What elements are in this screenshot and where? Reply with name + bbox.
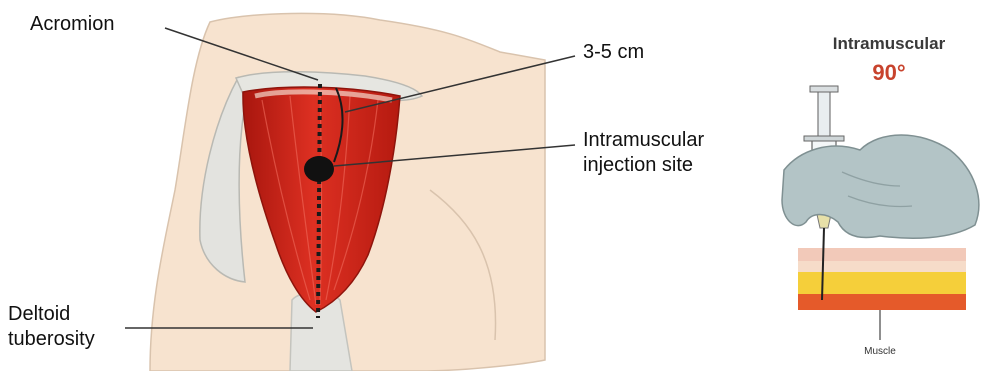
distance-label: 3-5 cm [583,40,644,65]
gloved-hand [782,135,979,238]
tuberosity-label-line1: Deltoid [8,302,95,327]
inset-muscle-label: Muscle [830,346,930,357]
inset-title: Intramuscular [788,34,990,54]
tuberosity-label-line2: tuberosity [8,327,95,352]
acromion-label: Acromion [30,12,114,37]
syringe-thumb-rest [810,86,838,92]
muscle-layer [798,294,966,310]
injection-site-label-line2: injection site [583,153,704,178]
syringe-flange [804,136,844,141]
injection-site-label-line1: Intramuscular [583,128,704,153]
inset-angle: 90° [788,60,990,86]
deltoid-tuberosity-label: Deltoid tuberosity [8,302,95,352]
injection-site-dot [304,156,334,182]
injection-site-label: Intramuscular injection site [583,128,704,178]
